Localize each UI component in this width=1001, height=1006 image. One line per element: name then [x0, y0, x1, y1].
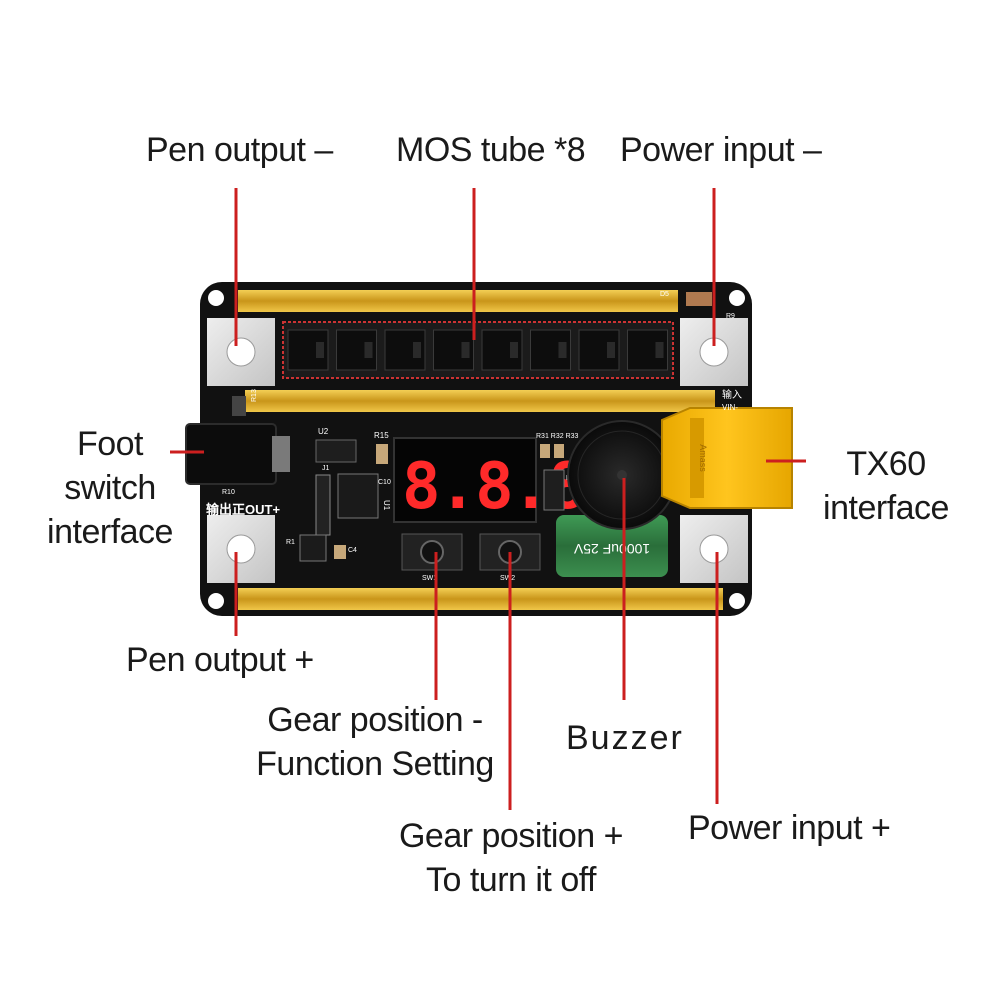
- mount-hole: [729, 593, 745, 609]
- seven-segment-display: [393, 437, 537, 523]
- label-tx60-line2: interface: [823, 489, 949, 527]
- mos-tube-tab: [461, 342, 470, 358]
- silk-input: 输入: [722, 388, 742, 401]
- label-power-input-minus: Power input –: [620, 131, 822, 169]
- copper-rail-top: [238, 290, 678, 312]
- silk-output-positive: 输出正OUT+: [206, 502, 280, 517]
- label-pen-output-plus: Pen output +: [126, 641, 314, 679]
- capacitor-1000uf: [556, 515, 668, 577]
- silk-sw1: SW1: [422, 575, 437, 582]
- label-foot-switch-line3: interface: [47, 513, 173, 551]
- silk-d5: D5: [660, 291, 669, 298]
- resistor: [554, 444, 564, 458]
- silk-u2: U2: [318, 427, 329, 436]
- silk-r15: R15: [374, 431, 389, 440]
- mos-tube-tab: [655, 342, 664, 358]
- diode-d1: [543, 469, 565, 511]
- resistor: [540, 444, 550, 458]
- label-gear-plus: Gear position + To turn it off: [386, 814, 636, 902]
- callout-lines: [170, 188, 806, 810]
- xt60-rib: [690, 418, 704, 498]
- silk-r31-r33: R31 R32 R33: [536, 433, 579, 440]
- capacitor-c4: [334, 545, 346, 559]
- mos-tube-5: [481, 329, 523, 371]
- capacitor-label: 1000uF 25V: [573, 541, 650, 557]
- mos-tube-tab: [607, 342, 615, 358]
- xt60-brand: Amass: [698, 444, 708, 472]
- silk-vin: VIN-: [722, 403, 738, 412]
- resistor-r15: [376, 444, 388, 464]
- silk-j1: J1: [322, 465, 330, 472]
- ic-u2: [315, 439, 357, 463]
- terminal-hole: [226, 337, 256, 367]
- copper-rail-middle: [245, 390, 715, 412]
- silk-c10: C10: [378, 479, 391, 486]
- pcb-board: D5 R9 R13 U2 R15 C10 J1 U1 C4 R10 R1 输出正…: [185, 282, 793, 616]
- mount-hole: [729, 290, 745, 306]
- label-tx60: TX60 interface: [806, 442, 966, 530]
- diode-d5: [686, 292, 712, 306]
- label-tx60-line1: TX60: [846, 445, 926, 483]
- label-buzzer: Buzzer: [566, 719, 684, 757]
- mos-tube-tab: [316, 342, 324, 358]
- label-foot-switch: Foot switch interface: [30, 422, 190, 554]
- silk-r1: R1: [286, 539, 295, 546]
- label-power-input-plus: Power input +: [688, 809, 891, 847]
- mos-tube-tab: [413, 342, 421, 358]
- regulator: [299, 534, 327, 562]
- copper-rail-bottom: [238, 588, 723, 610]
- foot-switch-jack: [185, 423, 277, 485]
- mos-tube-tab: [558, 342, 567, 358]
- label-foot-switch-line2: switch: [64, 469, 156, 507]
- label-foot-switch-line1: Foot: [76, 425, 144, 463]
- label-mos-tube: MOS tube *8: [396, 131, 586, 169]
- label-gear-plus-line2: To turn it off: [425, 861, 597, 899]
- ic-u1: [337, 473, 379, 519]
- silk-r9: R9: [726, 313, 735, 320]
- label-gear-minus: Gear position - Function Setting: [240, 698, 510, 786]
- label-gear-minus-line2: Function Setting: [256, 745, 494, 783]
- header-j1: [315, 474, 331, 536]
- silk-r10: R10: [222, 489, 235, 496]
- silk-c4: C4: [348, 547, 357, 554]
- label-gear-plus-line1: Gear position +: [398, 817, 624, 855]
- silk-u1: U1: [382, 500, 391, 511]
- xt60-connector: [661, 407, 793, 509]
- mount-hole: [208, 290, 224, 306]
- label-gear-minus-line1: Gear position -: [267, 701, 483, 739]
- button-sw1: [420, 540, 444, 564]
- silk-r13: R13: [251, 389, 258, 402]
- terminal-hole: [226, 534, 256, 564]
- smd-part: [232, 396, 246, 416]
- silk-sw2: SW2: [500, 575, 515, 582]
- mos-tube-tab: [510, 342, 518, 358]
- mos-tube-tab: [364, 342, 373, 358]
- jack-pin: [272, 436, 290, 472]
- terminal-hole: [699, 534, 729, 564]
- label-pen-output-minus: Pen output –: [146, 131, 333, 169]
- mount-hole: [208, 593, 224, 609]
- mos-tube-group: [287, 329, 668, 371]
- buzzer-hole: [617, 470, 627, 480]
